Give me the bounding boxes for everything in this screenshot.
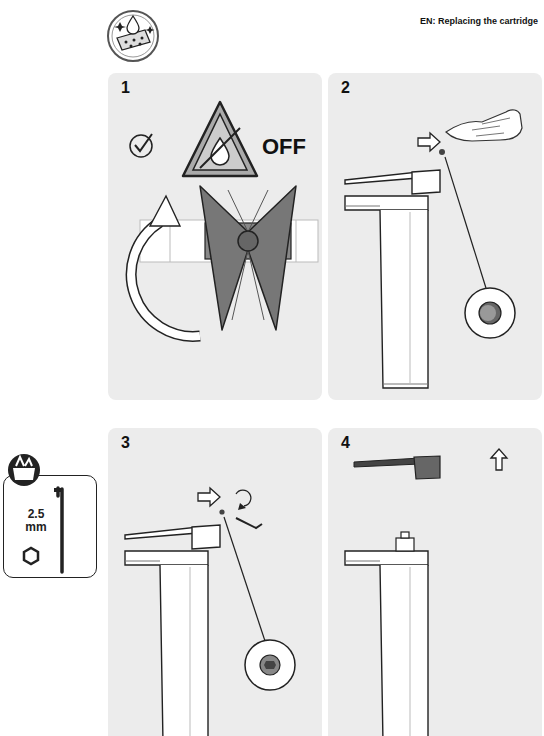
step-panel [108,73,322,400]
toolbox-icon [8,454,40,486]
allen-key [236,518,262,528]
step-panel [108,428,322,736]
hex-symbol [24,548,38,564]
leader-line [445,157,486,288]
up-arrow [491,449,507,470]
step-panel [328,73,542,400]
step-panel: 4 [328,428,542,736]
leader-line [224,517,265,641]
off-label: OFF [262,134,306,160]
shutoff-valve [131,186,318,336]
step-number: 2 [341,79,350,97]
cleaning-icon [108,11,158,61]
step-panel: 3 [108,428,322,736]
plug-callout [465,288,515,338]
tool-box: 2.5 mm [3,475,97,578]
cartridge [396,538,414,551]
water-off-sign [183,102,257,176]
screw-callout [245,640,295,690]
hand [446,110,522,141]
page-title: EN: Replacing the cartridge [420,16,538,26]
step-panel: 2 [328,73,542,400]
check-icon [130,134,152,157]
allen-key [58,488,62,572]
tool-size: 2.5 mm [22,508,50,534]
step-number: 1 [121,79,130,97]
step-number: 3 [121,434,130,452]
step-panel: 1 [108,73,322,400]
step-number: 4 [341,434,350,452]
plug-dot [439,149,445,155]
removed-lever [354,456,440,479]
rotate-arrow [236,490,251,506]
step-panel [328,428,542,736]
